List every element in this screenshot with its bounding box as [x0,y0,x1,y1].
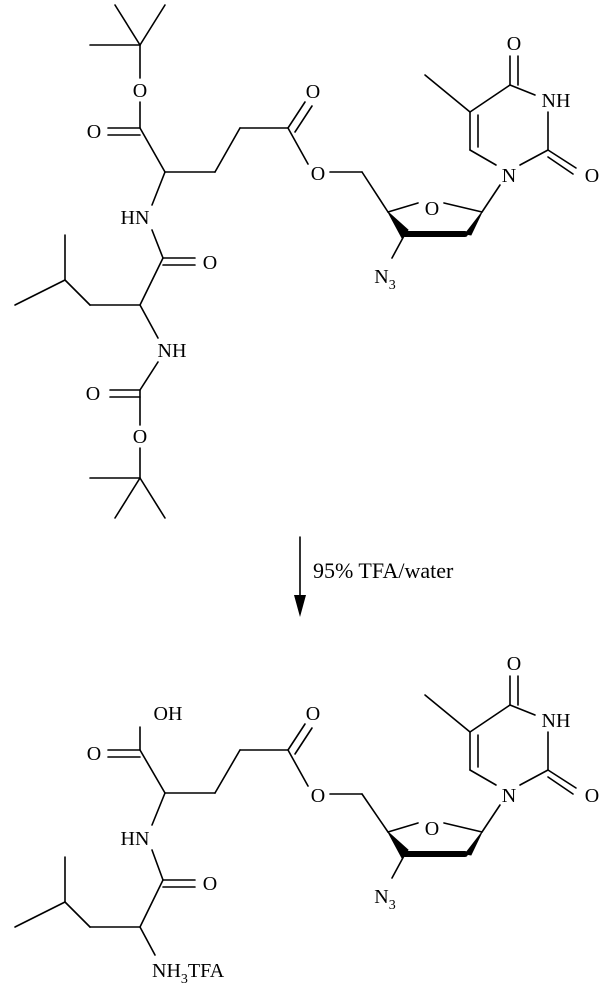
arrow-head-icon [294,595,306,617]
nh-carbamate-nitrogen: NH [158,340,187,362]
oxygen-thymine-top: O [507,653,521,675]
starting-material-labels: O O O O HN O NH O O O N3 O NH O N [86,33,599,448]
oxygen-ester-carbonyl: O [87,121,101,143]
hn-amide-nitrogen: HN [121,828,150,850]
oxygen-thymine-right: O [585,165,599,187]
nh-thymine: NH [542,710,571,732]
starting-material: O O O O HN O NH O O O N3 O NH O N [15,5,599,518]
oxygen-thymine-top: O [507,33,521,55]
oxygen-sidechain-link: O [311,785,325,807]
nh-thymine: NH [542,90,571,112]
nitrogen-thymine: N [502,165,516,187]
azide-nitrogen: N3 [374,886,395,913]
oxygen-carbamate-link: O [133,426,147,448]
oxygen-sidechain-link: O [311,163,325,185]
starting-material-bonds [15,5,576,518]
oxygen-sugar-ring: O [425,198,439,220]
product: OH O O O HN O NH3TFA O N3 O NH O N [15,653,599,987]
hydroxyl-group: OH [154,703,183,725]
oxygen-sugar-ring: O [425,818,439,840]
oxygen-sidechain-carbonyl: O [306,81,320,103]
oxygen-sidechain-carbonyl: O [306,703,320,725]
oxygen-tbu-ester: O [133,80,147,102]
oxygen-amide: O [203,873,217,895]
oxygen-carbamate-carbonyl: O [86,383,100,405]
oxygen-thymine-right: O [585,785,599,807]
reaction-conditions: 95% TFA/water [313,558,454,583]
oxygen-acid-carbonyl: O [87,743,101,765]
reaction-arrow: 95% TFA/water [294,537,454,617]
nitrogen-thymine: N [502,785,516,807]
hn-amide-nitrogen: HN [121,207,150,229]
azide-nitrogen: N3 [374,266,395,293]
product-labels: OH O O O HN O NH3TFA O N3 O NH O N [87,653,599,987]
oxygen-amide: O [203,252,217,274]
ammonium-tfa-salt: NH3TFA [152,960,225,987]
product-bonds [15,676,576,955]
